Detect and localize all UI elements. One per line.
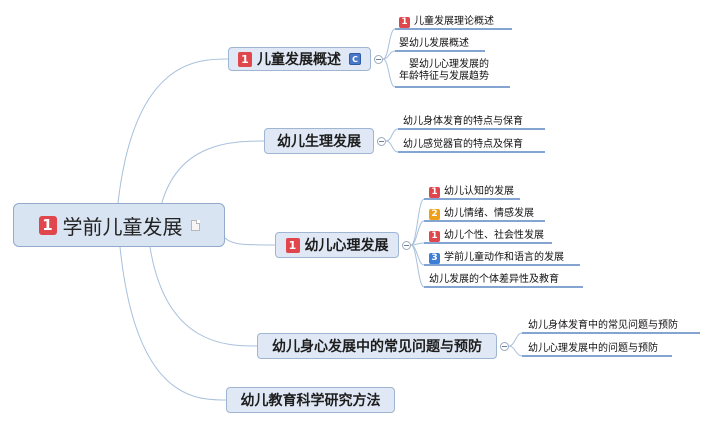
subtopic-item[interactable]: 2 幼儿情绪、情感发展 <box>429 207 534 221</box>
branch-to-subtopic-connector <box>385 128 399 142</box>
priority-1-badge: 1 <box>429 230 440 242</box>
root-to-branch-connector <box>119 246 227 401</box>
root-topic[interactable]: 1 学前儿童发展 <box>13 203 225 247</box>
c-tag-icon: C <box>349 53 361 65</box>
branch-label: 儿童发展概述 <box>257 52 341 68</box>
branch-topic-physiological-development[interactable]: 幼儿生理发展 <box>264 128 374 154</box>
subtopic-label: 幼儿身体发育中的常见问题与预防 <box>528 320 678 331</box>
priority-1-badge: 1 <box>238 51 252 67</box>
subtopic-item[interactable]: 幼儿发展的个体差异性及教育 <box>429 273 559 287</box>
subtopic-label: 学前儿童动作和语言的发展 <box>444 252 564 263</box>
subtopic-item[interactable]: 幼儿感觉器官的特点及保育 <box>403 138 523 152</box>
priority-1-badge: 1 <box>285 237 300 253</box>
collapse-toggle[interactable] <box>500 342 509 351</box>
branch-topic-psychological-development[interactable]: 1 幼儿心理发展 <box>275 232 399 258</box>
subtopic-label: 幼儿认知的发展 <box>444 186 514 197</box>
subtopic-label: 幼儿情绪、情感发展 <box>444 208 534 219</box>
priority-1-badge: 1 <box>399 16 410 28</box>
branch-topic-research-methods[interactable]: 幼儿教育科学研究方法 <box>226 387 395 413</box>
collapse-toggle[interactable] <box>402 241 411 250</box>
priority-2-badge: 2 <box>429 208 440 220</box>
branch-label: 幼儿生理发展 <box>277 134 361 150</box>
subtopic-label: 幼儿身体发育的特点与保育 <box>403 116 523 127</box>
root-topic-label: 学前儿童发展 <box>62 214 183 239</box>
subtopic-label: 幼儿发展的个体差异性及教育 <box>429 274 559 285</box>
branch-to-subtopic-connector <box>410 244 425 288</box>
root-to-branch-connector <box>117 58 229 204</box>
subtopic-item[interactable]: 3 学前儿童动作和语言的发展 <box>429 251 564 265</box>
subtopic-label-line2: 年龄特征与发展趋势 <box>399 71 489 82</box>
priority-1-badge: 1 <box>38 215 57 235</box>
subtopic-label: 婴幼儿发展概述 <box>399 38 469 49</box>
subtopic-item[interactable]: 幼儿心理发展中的问题与预防 <box>528 342 658 356</box>
subtopic-label: 幼儿感觉器官的特点及保育 <box>403 139 523 150</box>
collapse-toggle[interactable] <box>374 55 383 64</box>
branch-topic-child-development-overview[interactable]: 1 儿童发展概述 C <box>228 47 371 71</box>
note-icon <box>190 219 200 231</box>
subtopic-item[interactable]: 幼儿身体发育的特点与保育 <box>403 115 523 129</box>
root-to-branch-connector <box>224 237 276 246</box>
subtopic-label: 婴幼儿心理发展的 <box>409 59 489 70</box>
branch-label: 幼儿教育科学研究方法 <box>240 393 381 409</box>
branch-label: 幼儿身心发展中的常见问题与预防 <box>272 339 482 355</box>
branch-to-subtopic-connector <box>508 332 523 347</box>
branch-to-subtopic-connector <box>382 28 396 60</box>
subtopic-item[interactable]: 1 儿童发展理论概述 <box>399 15 494 29</box>
subtopic-item[interactable]: 幼儿身体发育中的常见问题与预防 <box>528 319 678 333</box>
subtopic-label: 幼儿心理发展中的问题与预防 <box>528 343 658 354</box>
branch-label: 幼儿心理发展 <box>304 238 389 254</box>
subtopic-item[interactable]: 1 幼儿认知的发展 <box>429 185 514 199</box>
priority-3-badge: 3 <box>429 252 440 264</box>
subtopic-label: 儿童发展理论概述 <box>414 16 494 27</box>
subtopic-label: 幼儿个性、社会性发展 <box>444 230 544 241</box>
root-to-branch-connector <box>159 140 265 211</box>
branch-to-subtopic-connector <box>382 50 396 60</box>
branch-to-subtopic-connector <box>508 345 523 357</box>
root-to-branch-connector <box>149 246 258 347</box>
branch-to-subtopic-connector <box>382 58 396 88</box>
branch-to-subtopic-connector <box>410 220 425 246</box>
subtopic-item[interactable]: 1 幼儿个性、社会性发展 <box>429 229 544 243</box>
priority-1-badge: 1 <box>429 186 440 198</box>
branch-to-subtopic-connector <box>385 140 399 153</box>
branch-topic-common-problems-prevention[interactable]: 幼儿身心发展中的常见问题与预防 <box>257 333 497 359</box>
subtopic-item[interactable]: 婴幼儿发展概述 <box>399 37 469 51</box>
subtopic-item[interactable]: 婴幼儿心理发展的 年龄特征与发展趋势 <box>399 59 489 83</box>
branch-to-subtopic-connector <box>410 198 425 246</box>
collapse-toggle[interactable] <box>377 137 386 146</box>
